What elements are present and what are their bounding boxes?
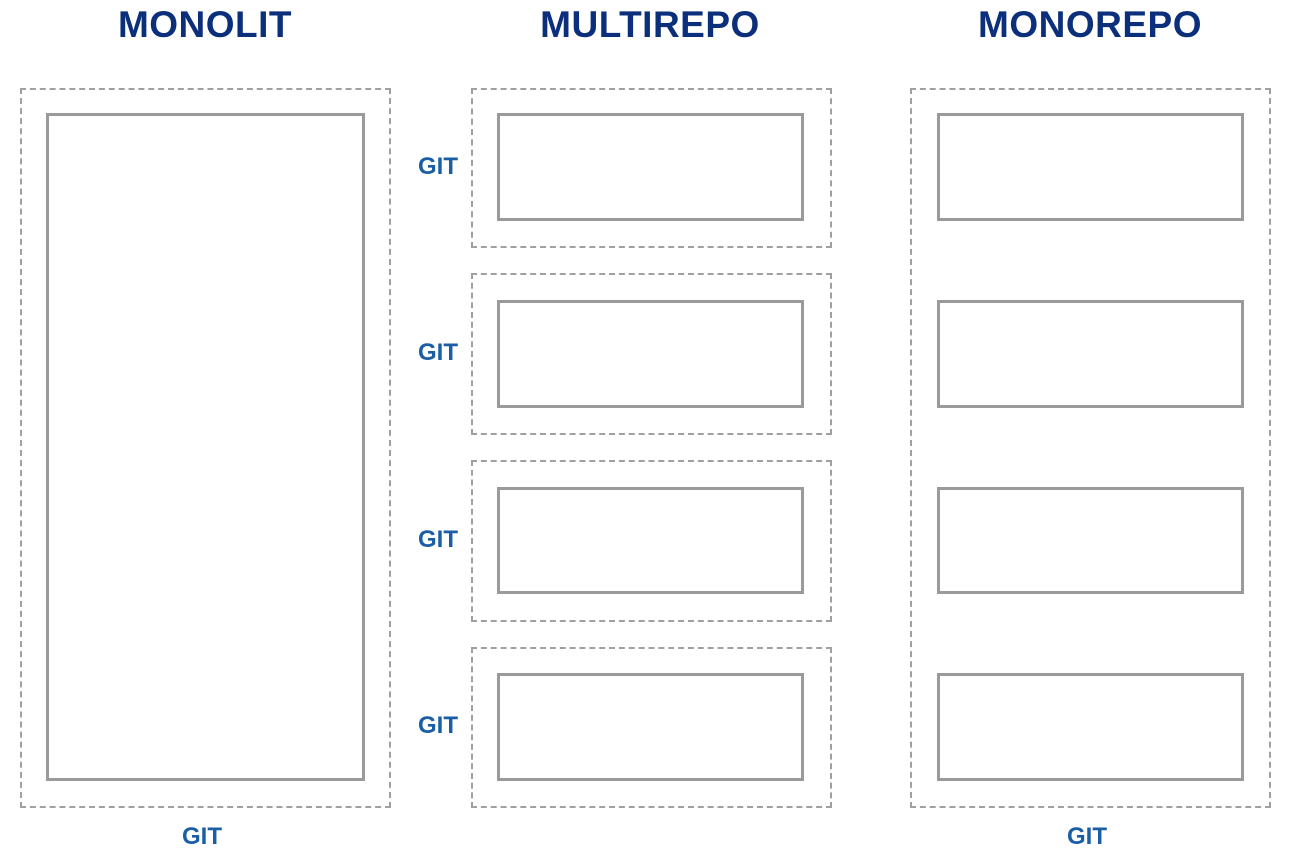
multirepo-service-box-1 — [497, 113, 804, 221]
multirepo-repo-boundary-4 — [471, 647, 832, 808]
multirepo-repo-boundary-3 — [471, 460, 832, 622]
monorepo-project-box-1 — [937, 113, 1244, 221]
multirepo-git-label-2: GIT — [418, 339, 458, 366]
multirepo-repo-boundary-1 — [471, 88, 832, 248]
monolit-title: MONOLIT — [117, 4, 293, 45]
monolit-git-label: GIT — [182, 823, 222, 850]
monorepo-project-box-3 — [937, 487, 1244, 594]
monorepo-project-box-2 — [937, 300, 1244, 408]
multirepo-service-box-3 — [497, 487, 804, 594]
multirepo-git-label-1: GIT — [418, 153, 458, 180]
multirepo-title: MULTIREPO — [540, 4, 760, 45]
multirepo-service-box-2 — [497, 300, 804, 408]
multirepo-repo-boundary-2 — [471, 273, 832, 435]
monolit-application-box — [46, 113, 365, 781]
multirepo-service-box-4 — [497, 673, 804, 781]
monorepo-repo-boundary — [910, 88, 1271, 808]
multirepo-git-label-4: GIT — [418, 712, 458, 739]
monorepo-project-box-4 — [937, 673, 1244, 781]
monorepo-title: MONOREPO — [978, 4, 1202, 45]
monolit-repo-boundary — [20, 88, 391, 808]
multirepo-git-label-3: GIT — [418, 526, 458, 553]
monorepo-git-label: GIT — [1067, 823, 1107, 850]
